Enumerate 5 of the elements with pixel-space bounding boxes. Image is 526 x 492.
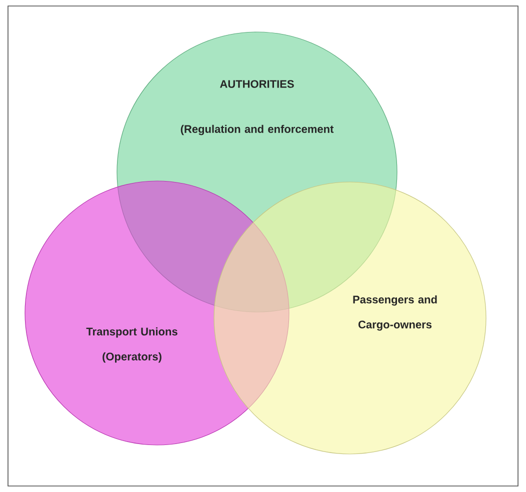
venn-circle: [214, 182, 486, 454]
circle-label: Passengers and Cargo-owners: [353, 295, 437, 331]
circle-label: Transport Unions (Operators): [86, 327, 178, 363]
circle-label: AUTHORITIES: [220, 80, 294, 88]
circle-label: (Regulation and enforcement: [180, 124, 334, 136]
